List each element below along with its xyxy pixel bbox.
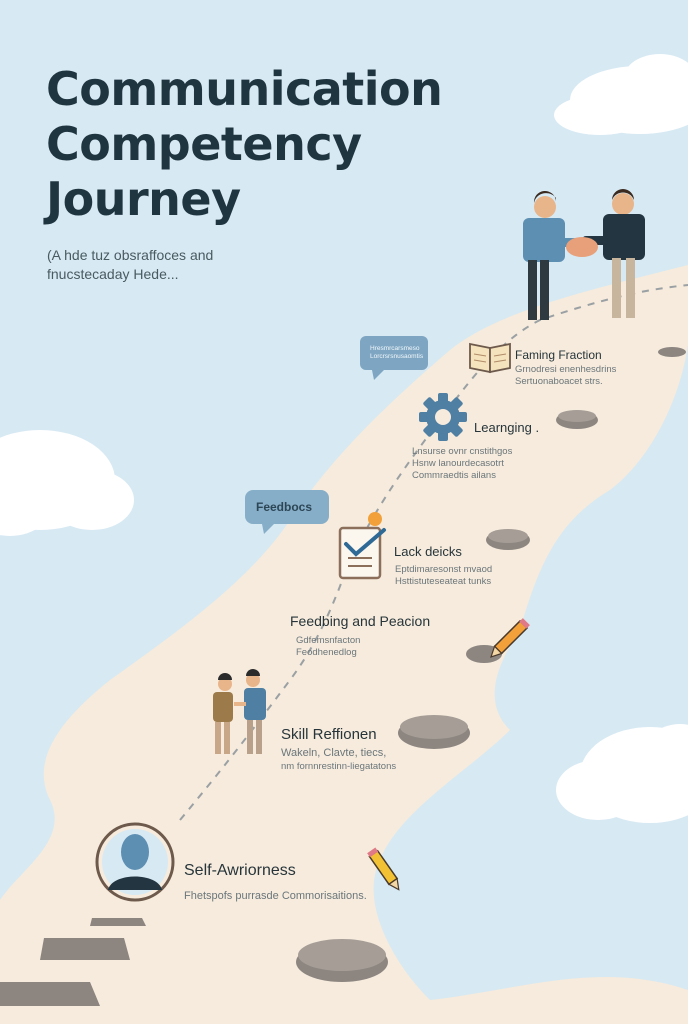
stage-label-feedback: Feedbing and Peacion [290, 613, 431, 629]
page-subtitle: (A hde tuz obsraffoces and fnucstecaday … [47, 246, 267, 284]
top-speech-bubble [360, 336, 428, 380]
stage-label-learning: Learnging . [474, 420, 540, 435]
gear-icon [419, 393, 467, 441]
page-title: Communication Competency Journey [46, 62, 443, 227]
journey-path [0, 265, 688, 1024]
person-avatar-icon [95, 822, 175, 902]
stage-desc-feedback: Gdfemsnfacton Feodhenedlog [296, 635, 361, 658]
two-people-icon [213, 669, 266, 754]
pencil-icon [490, 618, 530, 658]
title-line-3: Journey [46, 172, 241, 226]
stage-desc-learning: Lnsurse ovnr cnstithgos Hsnw lanourdecas… [412, 446, 513, 481]
stage-desc-skill-refinement: Wakeln, Clavte, tiecs, nm fornnrestinn-l… [281, 747, 397, 772]
stage-label-framing: Faming Fraction [515, 348, 602, 362]
cloud-top-right [554, 54, 688, 135]
feedback-bubble-text: Feedbocs [256, 500, 313, 514]
title-line-1: Communication [46, 62, 443, 116]
subtitle-line-1: (A hde tuz obsraffoces and [47, 247, 214, 263]
stage-desc-framing: Grnodresi enenhesdrins Sertuonaboacet st… [515, 364, 617, 387]
cloud-bottom-right [556, 724, 688, 823]
stepping-stones [296, 347, 686, 982]
stage-label-lack-decks: Lack deicks [394, 544, 462, 559]
stage-label-self-awareness: Self-Awriorness [184, 862, 296, 879]
pencil-icon-lower [367, 847, 400, 891]
cloud-left [0, 430, 134, 536]
stair-steps [0, 918, 146, 1006]
handshake-icon [523, 189, 645, 320]
title-line-2: Competency [46, 117, 362, 171]
checklist-icon [338, 512, 386, 580]
subtitle-line-2: fnucstecaday Hede... [47, 266, 179, 282]
top-bubble-text: Hresmrcarsmeso Lorcrsrsnusaomtis [370, 345, 424, 360]
feedback-speech-bubble [245, 490, 329, 534]
book-icon [469, 342, 511, 374]
stage-desc-lack-decks: Eptdimaresonst mvaod Hsttistuteseateat t… [395, 564, 493, 587]
stage-desc-self-awareness: Fhetspofs purrasde Commorisaitions. [184, 890, 367, 902]
stage-label-skill-refinement: Skill Reffionen [281, 726, 377, 743]
